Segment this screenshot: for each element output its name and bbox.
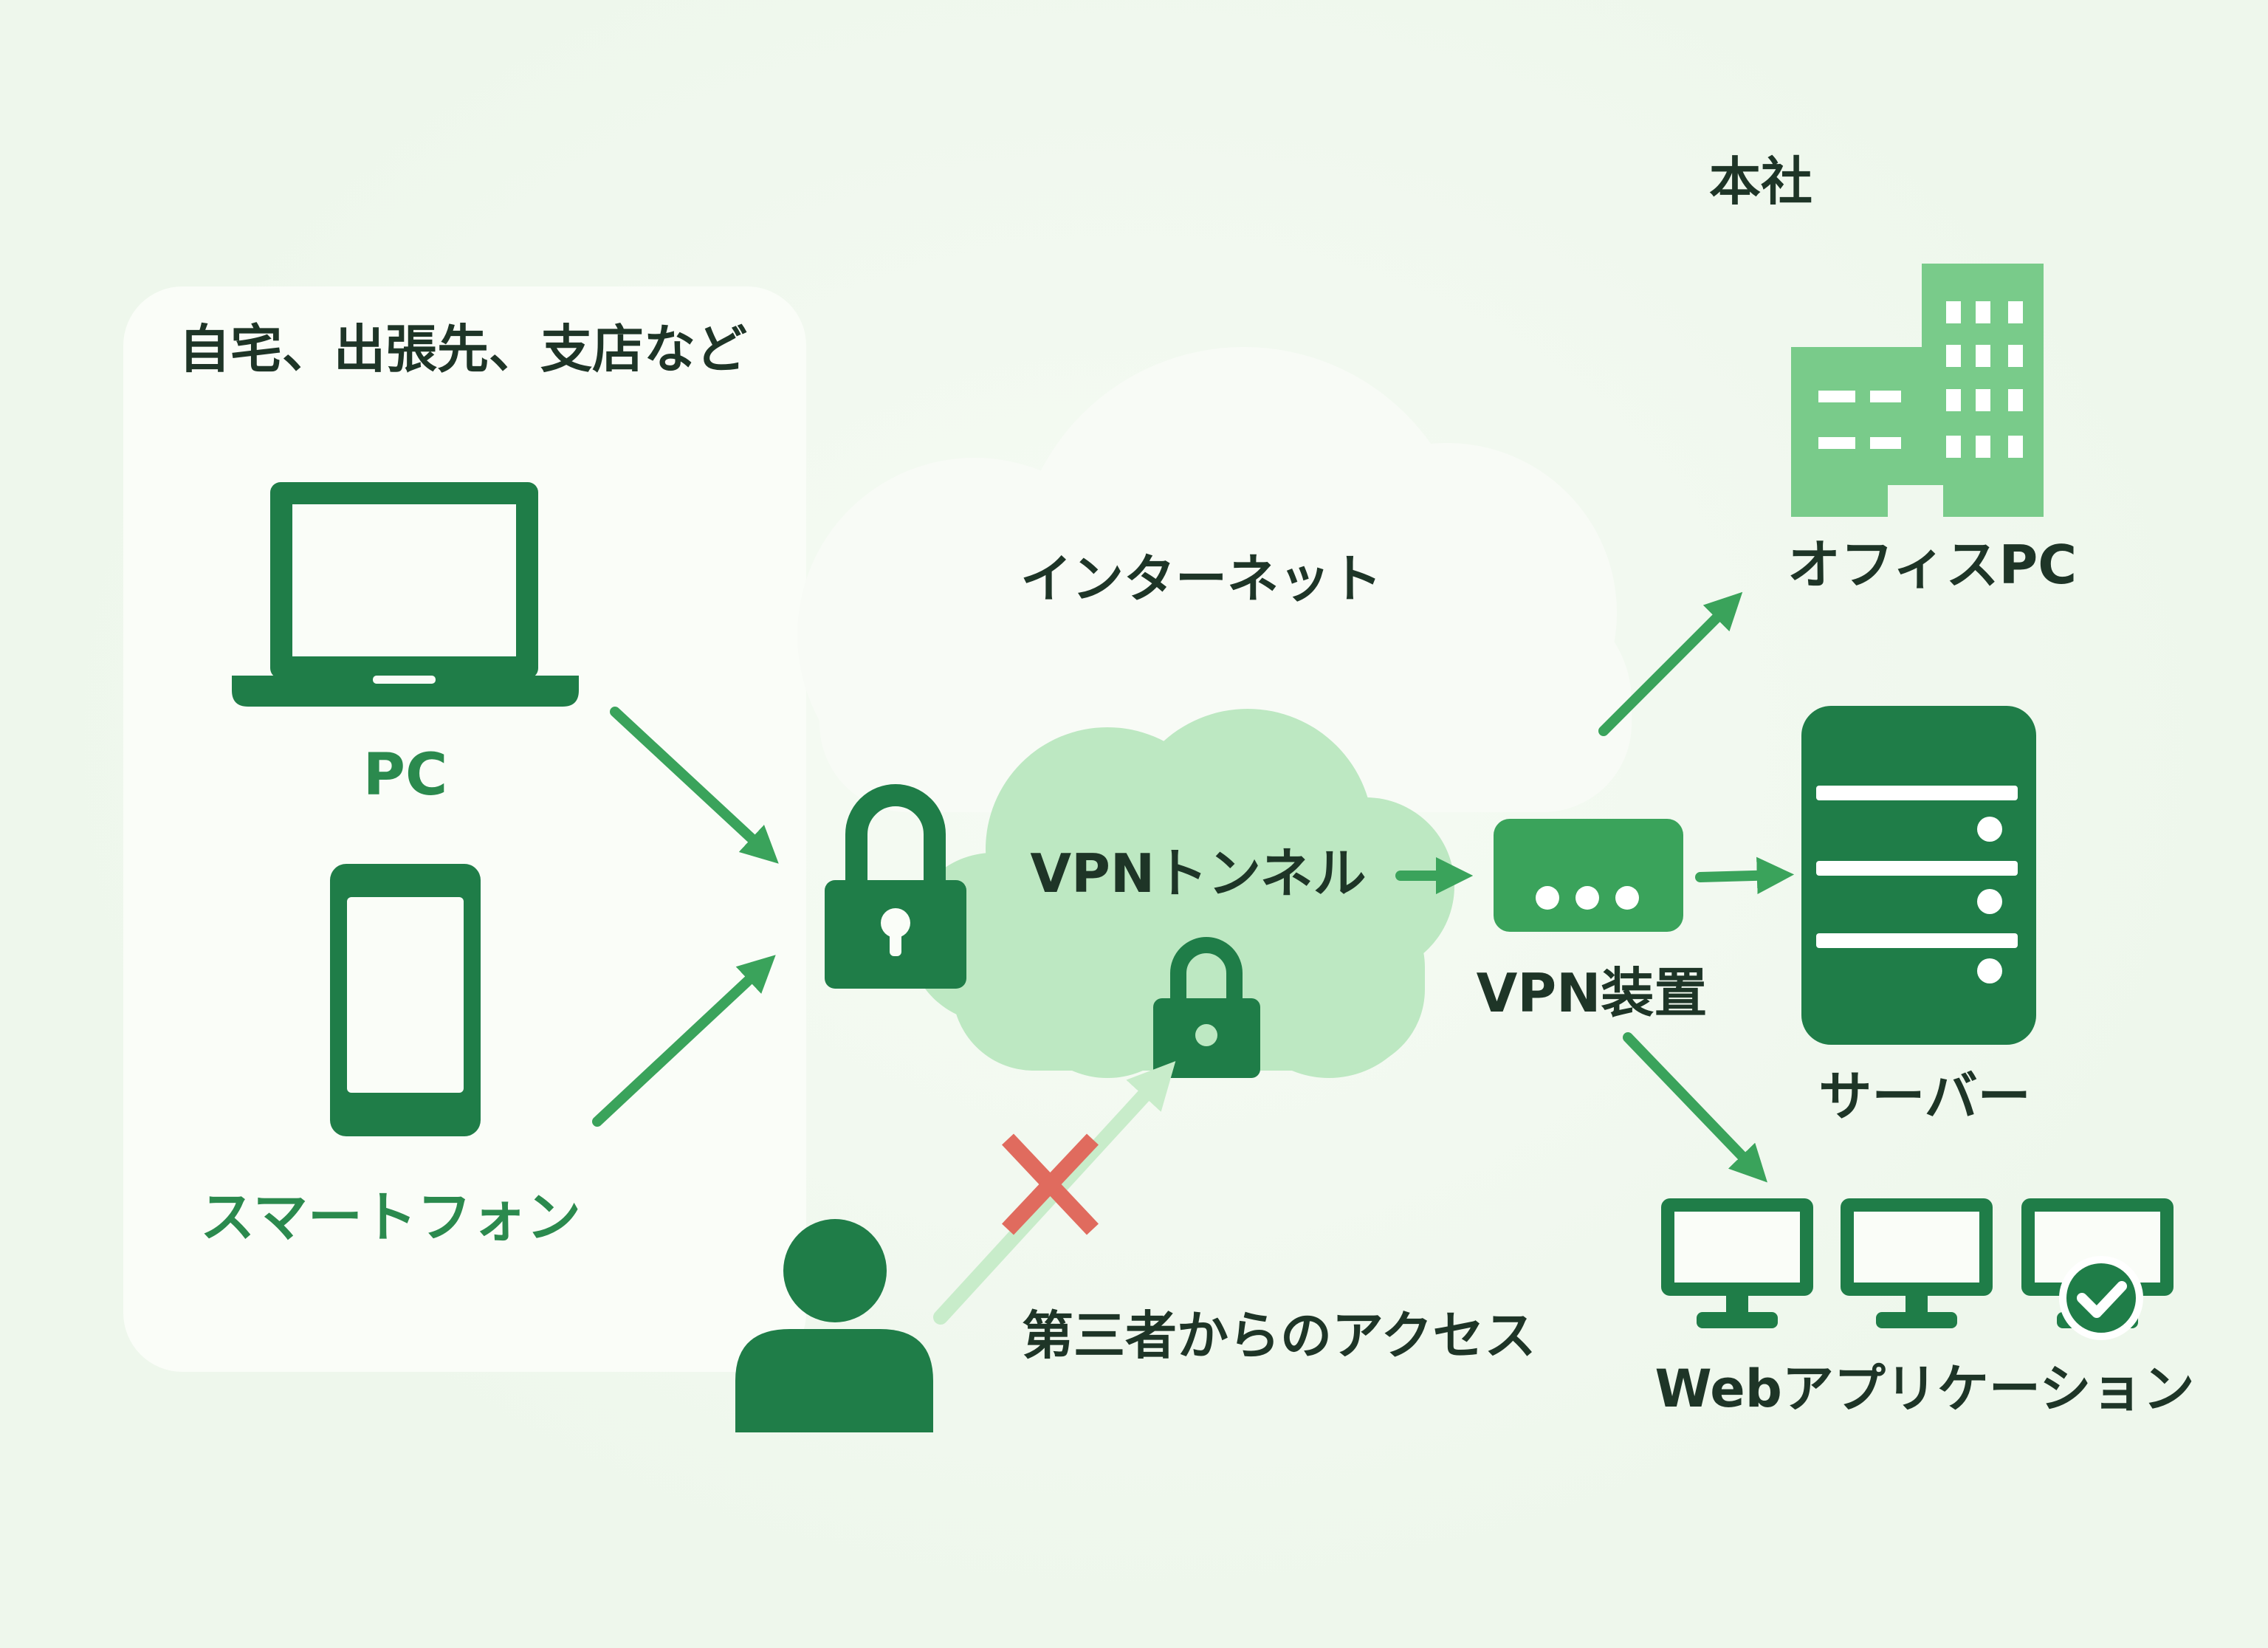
check-badge-icon (2059, 1256, 2143, 1340)
web-apps-label: Webアプリケーション (1655, 1359, 2195, 1419)
vpn-device-dot (1615, 886, 1639, 910)
vpn-device-label: VPN装置 (1477, 962, 1708, 1024)
panel-title: 自宅、出張先、支店など (179, 319, 747, 380)
smartphone-label: スマートフォン (200, 1186, 581, 1249)
server-led (1977, 817, 2002, 842)
office-building-icon (1791, 264, 2044, 517)
person-icon (735, 1219, 933, 1432)
building-shape (1791, 264, 2044, 517)
person-body (735, 1329, 933, 1432)
server-led (1977, 958, 2002, 983)
laptop-icon (232, 482, 579, 707)
small-keyhole (1195, 1024, 1217, 1046)
keyhole-slot (890, 927, 901, 956)
internet-label: インターネット (1020, 549, 1382, 609)
arrow-vpn-to-server (1695, 856, 1795, 895)
arrow-phone-to-tunnel (592, 955, 776, 1127)
small-lock-icon (1153, 937, 1260, 1078)
vpn-tunnel-label: VPNトンネル (1030, 842, 1366, 904)
pc-label: PC (363, 742, 447, 808)
laptop-notch (373, 676, 436, 684)
small-lock-shackle (1170, 937, 1243, 1001)
server-led (1977, 889, 2002, 914)
vpn-device-dot (1536, 886, 1559, 910)
vpn-tunnel-cloud (908, 709, 1454, 1078)
laptop-base (232, 676, 579, 707)
server-bar (1816, 861, 2018, 876)
headquarters-title: 本社 (1709, 151, 1812, 212)
server-bar (1816, 933, 2018, 948)
router-icon (1494, 819, 1683, 932)
vpn-device-dot (1575, 886, 1599, 910)
person-head (783, 1219, 887, 1322)
arrow-pc-to-tunnel (610, 707, 779, 864)
monitor-icon (1661, 1198, 1813, 1328)
server-bar (1816, 786, 2018, 800)
remote-locations-panel: 自宅、出張先、支店など PC スマートフォン (123, 286, 806, 1372)
server-label: サーバー (1818, 1065, 2030, 1127)
keyhole (881, 908, 910, 938)
smartphone-icon (330, 864, 481, 1136)
third-party-label: 第三者からのアクセス (1022, 1305, 1536, 1366)
laptop-screen (292, 504, 516, 656)
lock-icon (825, 784, 966, 989)
server-icon (1801, 706, 2036, 1045)
lock-shackle (845, 784, 946, 883)
office-pc-label: オフィスPC (1787, 534, 2077, 596)
building-windows (1818, 301, 2023, 458)
phone-screen (347, 897, 464, 1093)
vpn-device-body (1494, 819, 1683, 932)
arrow-vpn-to-office (1598, 591, 1743, 736)
checkmark-icon (2077, 1281, 2127, 1318)
monitor-icon (2021, 1198, 2174, 1340)
cross-icon (1001, 1133, 1099, 1235)
monitor-icon (1841, 1198, 1993, 1328)
arrow-vpn-to-web-apps (1623, 1032, 1767, 1183)
